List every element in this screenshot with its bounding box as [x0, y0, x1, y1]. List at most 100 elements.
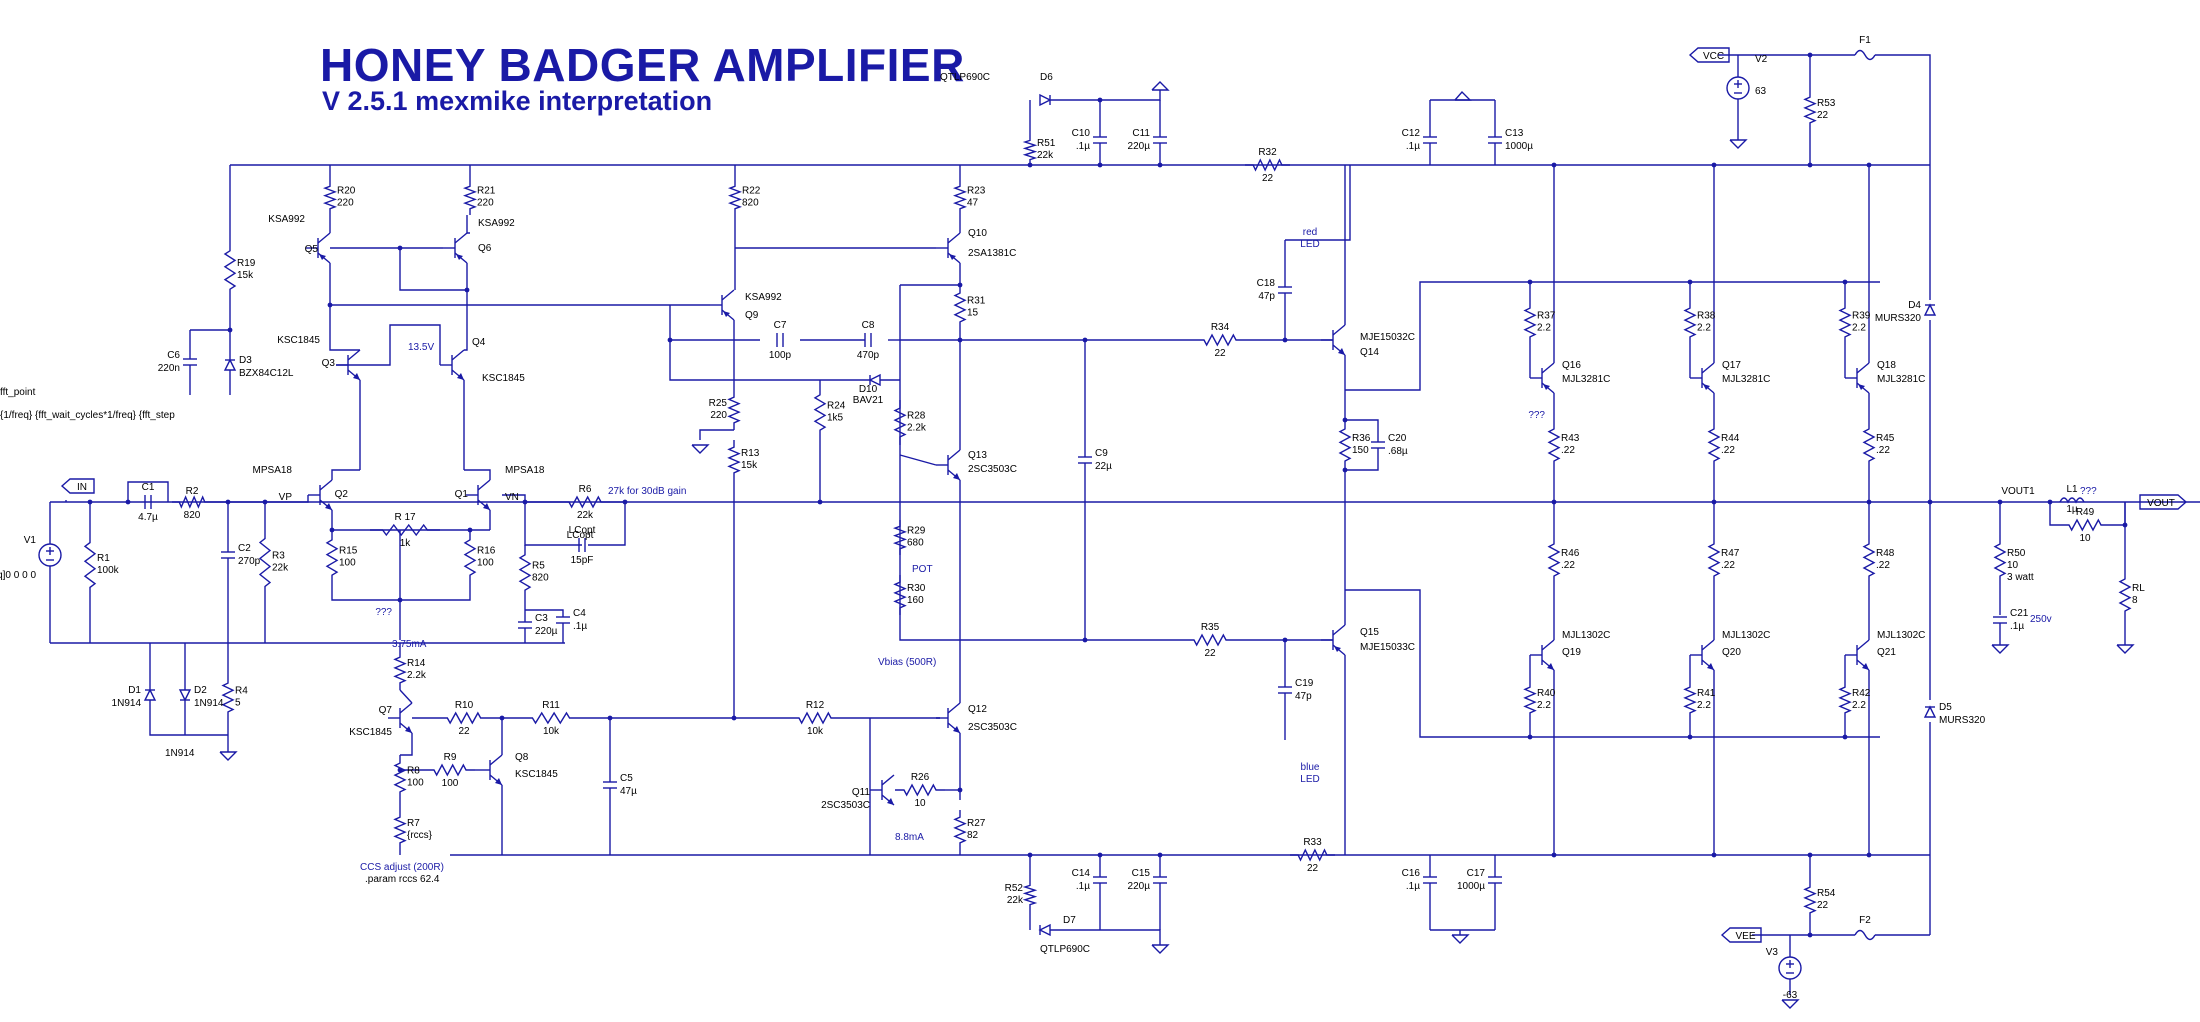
resistor-r6[interactable] — [560, 495, 610, 509]
junction-dot — [1711, 852, 1717, 858]
resistor-r16[interactable] — [463, 530, 477, 585]
diode-d6[interactable] — [1039, 93, 1052, 107]
component-name: R43 — [1561, 433, 1580, 444]
resistor-r12[interactable] — [790, 711, 840, 725]
resistor-r5[interactable] — [518, 545, 532, 600]
resistor-r4[interactable] — [221, 675, 235, 720]
voltage-source-v1[interactable] — [38, 543, 62, 567]
inductor-l1[interactable] — [2059, 497, 2085, 504]
resistor-r33[interactable] — [1290, 848, 1335, 862]
resistor-r39[interactable] — [1838, 300, 1852, 345]
diode-d4[interactable] — [1923, 303, 1937, 316]
resistor-r27[interactable] — [953, 810, 967, 850]
component-value: 22 — [1262, 173, 1274, 184]
component-name: R45 — [1876, 433, 1895, 444]
component-name: F2 — [1859, 915, 1871, 926]
resistor-r14[interactable] — [393, 650, 407, 690]
component-name: C19 — [1295, 678, 1314, 689]
resistor-r17[interactable] — [370, 523, 440, 537]
resistor-r34[interactable] — [1195, 333, 1245, 347]
resistor-r36[interactable] — [1338, 420, 1352, 470]
resistor-r49[interactable] — [2060, 518, 2110, 532]
resistor-r44[interactable] — [1707, 420, 1721, 470]
resistor-r37[interactable] — [1523, 300, 1537, 345]
resistor-rl[interactable] — [2118, 570, 2132, 620]
resistor-r28[interactable] — [893, 400, 907, 445]
resistor-r41[interactable] — [1683, 680, 1697, 720]
resistor-r13[interactable] — [727, 440, 741, 480]
transistor-collector — [1541, 362, 1555, 374]
resistor-r1[interactable] — [83, 530, 97, 600]
resistor-r10[interactable] — [438, 711, 490, 725]
component-name: R19 — [237, 258, 256, 269]
resistor-r22[interactable] — [727, 180, 743, 215]
diode-d3[interactable] — [223, 358, 237, 371]
resistor-r8[interactable] — [393, 755, 407, 800]
transistor-collector — [1701, 362, 1715, 374]
diode-d1[interactable] — [143, 688, 157, 701]
resistor-r50[interactable] — [1993, 535, 2007, 585]
resistor-r24[interactable] — [813, 385, 827, 440]
resistor-r25[interactable] — [727, 390, 741, 430]
ground-icon — [1781, 999, 1800, 1009]
gain-note: 27k for 30dB gain — [608, 486, 686, 497]
component-value: 2SA1381C — [968, 248, 1016, 259]
resistor-r9[interactable] — [425, 763, 475, 777]
junction-dot — [397, 597, 403, 603]
resistor-r38[interactable] — [1683, 300, 1697, 345]
resistor-r48[interactable] — [1862, 535, 1876, 585]
junction-dot — [2047, 499, 2053, 505]
component-value: 100 — [442, 778, 459, 789]
ground-icon — [2116, 644, 2135, 654]
component-name: Q10 — [968, 228, 987, 239]
diode-d10[interactable] — [868, 373, 881, 387]
resistor-r11[interactable] — [522, 711, 580, 725]
component-value: MPSA18 — [253, 465, 293, 476]
resistor-r21[interactable] — [462, 180, 478, 215]
component-name: C17 — [1467, 868, 1486, 879]
component-value: 820 — [532, 573, 549, 584]
resistor-r47[interactable] — [1707, 535, 1721, 585]
voltage-source-v3[interactable] — [1778, 956, 1802, 980]
wire — [1285, 165, 1351, 241]
resistor-r30[interactable] — [893, 575, 907, 615]
resistor-r26[interactable] — [895, 783, 945, 797]
component-name: C16 — [1402, 868, 1421, 879]
resistor-r40[interactable] — [1523, 680, 1537, 720]
resistor-r19[interactable] — [223, 240, 237, 300]
resistor-r52[interactable] — [1022, 880, 1038, 910]
voltage-source-v2[interactable] — [1726, 76, 1750, 100]
junction-dot — [1282, 337, 1288, 343]
resistor-r23[interactable] — [952, 180, 968, 215]
component-name: R46 — [1561, 548, 1580, 559]
fuse-f1[interactable] — [1854, 49, 1876, 61]
resistor-r45[interactable] — [1862, 420, 1876, 470]
resistor-r32[interactable] — [1245, 158, 1290, 172]
resistor-r2[interactable] — [172, 495, 212, 509]
component-name: R27 — [967, 818, 986, 829]
component-value: BAV21 — [853, 395, 884, 406]
component-name: LCopt — [567, 530, 594, 541]
component-name: D5 — [1939, 702, 1952, 713]
resistor-r35[interactable] — [1185, 633, 1235, 647]
net-vp: VP — [279, 492, 293, 503]
resistor-r15[interactable] — [325, 530, 339, 585]
resistor-r46[interactable] — [1547, 535, 1561, 585]
resistor-r51[interactable] — [1022, 135, 1038, 165]
resistor-r29[interactable] — [892, 520, 908, 555]
resistor-r53[interactable] — [1803, 90, 1817, 130]
resistor-r3[interactable] — [258, 525, 272, 600]
resistor-r42[interactable] — [1838, 680, 1852, 720]
diode-d7[interactable] — [1038, 923, 1051, 937]
resistor-r43[interactable] — [1547, 420, 1561, 470]
resistor-r54[interactable] — [1803, 880, 1817, 920]
resistor-r7[interactable] — [393, 810, 407, 850]
fuse-f2[interactable] — [1854, 929, 1876, 941]
component-name: C11 — [1132, 128, 1150, 139]
resistor-r31[interactable] — [953, 285, 967, 330]
resistor-r20[interactable] — [322, 180, 338, 215]
diode-d2[interactable] — [178, 689, 192, 702]
component-name: C4 — [573, 608, 586, 619]
diode-d5[interactable] — [1923, 705, 1937, 718]
